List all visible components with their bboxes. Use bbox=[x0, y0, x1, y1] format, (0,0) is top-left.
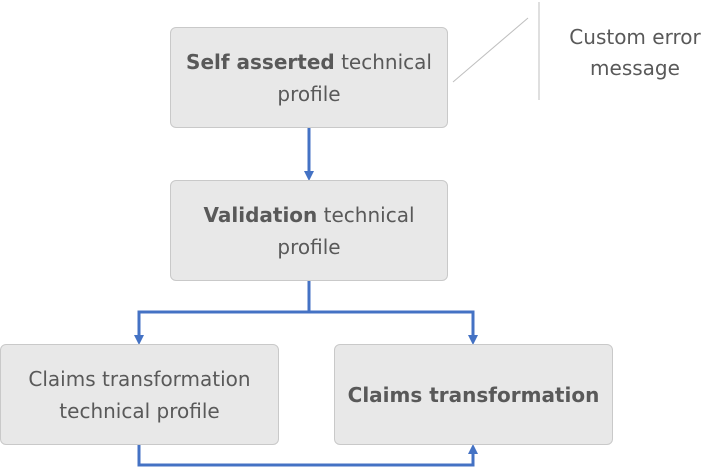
validation-technical-profile-box: Validation technical profile bbox=[170, 180, 448, 281]
custom-error-message-callout: Custom error message bbox=[569, 25, 701, 80]
claims-transformation-tp-label: Claims transformation technical profile bbox=[28, 366, 251, 423]
validation-rest-text: technical profile bbox=[277, 202, 415, 259]
arrow-ctp-to-ct-bottom bbox=[137, 444, 478, 467]
self-asserted-bold-text: Self asserted bbox=[186, 49, 335, 74]
arrow-validation-to-claims-transformation-tp bbox=[134, 281, 311, 345]
claims-transformation-label: Claims transformation bbox=[335, 379, 612, 411]
validation-label: Validation technical profile bbox=[171, 199, 447, 263]
callout-leader-line bbox=[452, 17, 529, 83]
claims-transformation-box: Claims transformation bbox=[334, 344, 613, 445]
claims-transformation-technical-profile-box: Claims transformation technical profile bbox=[0, 344, 279, 445]
self-asserted-label: Self asserted technical profile bbox=[171, 46, 447, 110]
self-asserted-rest-text: technical profile bbox=[277, 49, 432, 106]
self-asserted-technical-profile-box: Self asserted technical profile bbox=[170, 27, 448, 128]
claims-transformation-bold-text: Claims transformation bbox=[347, 382, 600, 407]
arrow-validation-to-claims-transformation bbox=[309, 310, 478, 345]
validation-bold-text: Validation bbox=[203, 202, 318, 227]
